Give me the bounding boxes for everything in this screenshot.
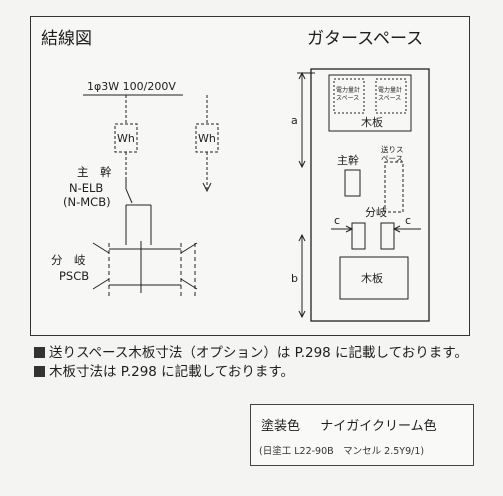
main-breaker-switch — [125, 188, 133, 204]
bottom-board-label: 木板 — [361, 272, 383, 285]
diagram-title: 結線図 — [41, 29, 92, 49]
paint-color-label: 塗装色 — [261, 419, 301, 434]
notes: 送りスペース木板寸法（オプション）は P.298 に記載しております。 木板寸法… — [34, 344, 484, 382]
branch-block-left — [351, 222, 366, 250]
feed-space-block — [384, 161, 404, 213]
meter-1-label: Wh — [117, 132, 135, 145]
main-breaker-label-3: (N-MCB) — [63, 195, 111, 209]
diagram-frame: 結線図 ガタースペース 1φ3W 100/200V Wh Wh 主 幹 N-EL… — [30, 16, 470, 336]
paint-color-box: 塗装色 ナイガイクリーム色 (日塗工 L22-90B マンセル 2.5Y9/1) — [250, 404, 474, 466]
bullet-square-icon — [34, 366, 45, 377]
supply-label: 1φ3W 100/200V — [87, 80, 176, 93]
note-feed-space: 送りスペース木板寸法（オプション）は P.298 に記載しております。 — [34, 344, 484, 363]
panel-outline — [310, 68, 430, 322]
main-breaker-label-1: 主 幹 — [77, 165, 112, 179]
dimension-b-label: b — [291, 272, 298, 285]
bullet-square-icon — [34, 347, 45, 358]
bottom-board-box — [339, 256, 409, 300]
branch-breaker-label-2: PSCB — [59, 269, 90, 283]
paint-spec: (日塗工 L22-90B マンセル 2.5Y9/1) — [259, 446, 425, 457]
feed-space-label: 送りスペース — [381, 145, 404, 163]
main-label: 主幹 — [337, 154, 359, 167]
note-board-text: 木板寸法は P.298 に記載しております。 — [49, 364, 295, 380]
main-breaker-label-2: N-ELB — [69, 181, 104, 195]
main-breaker-block — [344, 169, 361, 197]
paint-color-name: ナイガイクリーム色 — [320, 419, 437, 434]
paint-color-row: 塗装色 ナイガイクリーム色 — [261, 415, 437, 434]
branch-breaker-label-1: 分 岐 — [51, 253, 86, 267]
meter-space-label-left: 電力量計スペース — [336, 87, 361, 102]
meter-2-label: Wh — [198, 132, 216, 145]
top-board-label: 木板 — [361, 116, 383, 129]
dimension-c-right-label: c — [405, 214, 412, 227]
gutter-space-title: ガタースペース — [307, 29, 424, 49]
note-feed-space-text: 送りスペース木板寸法（オプション）は P.298 に記載しております。 — [49, 345, 468, 361]
dimension-c-left-label: c — [334, 214, 341, 227]
note-board: 木板寸法は P.298 に記載しております。 — [34, 363, 484, 382]
meter-space-label-right: 電力量計スペース — [378, 87, 403, 102]
meter-space-box — [328, 74, 412, 132]
dimension-a-label: a — [291, 114, 298, 127]
branch-block-right — [380, 222, 395, 250]
branch-label: 分岐 — [365, 206, 387, 219]
wiring-diagram — [83, 68, 430, 322]
